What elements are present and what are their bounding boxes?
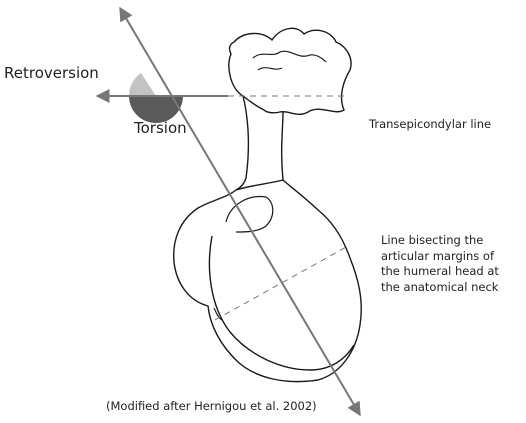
epicondyle-inner-contour-2 (258, 68, 282, 70)
humeral-shaft-left (236, 96, 248, 190)
proximal-humerus-outline (174, 180, 362, 382)
anatomical-neck-contour (209, 236, 354, 370)
transepicondylar-label: Transepicondylar line (369, 117, 491, 131)
long-axis-line (120, 8, 360, 415)
credit-caption: (Modified after Hernigou et al. 2002) (106, 399, 317, 413)
bisecting-line-label-line-4: the anatomical neck (381, 280, 499, 296)
bisecting-line-label-line-3: the humeral head at (381, 264, 499, 280)
epicondyle-outline (229, 28, 351, 114)
bisecting-line-label-line-1: Line bisecting the (381, 233, 499, 249)
epicondyle-inner-contour (253, 51, 326, 62)
retroversion-sector (129, 73, 156, 96)
torsion-label: Torsion (134, 119, 187, 137)
bisecting-line-label-line-2: articular margins of (381, 249, 499, 265)
humeral-shaft-right (282, 112, 283, 180)
bisecting-line-label: Line bisecting the articular margins of … (381, 233, 499, 295)
retroversion-label: Retroversion (4, 64, 99, 82)
